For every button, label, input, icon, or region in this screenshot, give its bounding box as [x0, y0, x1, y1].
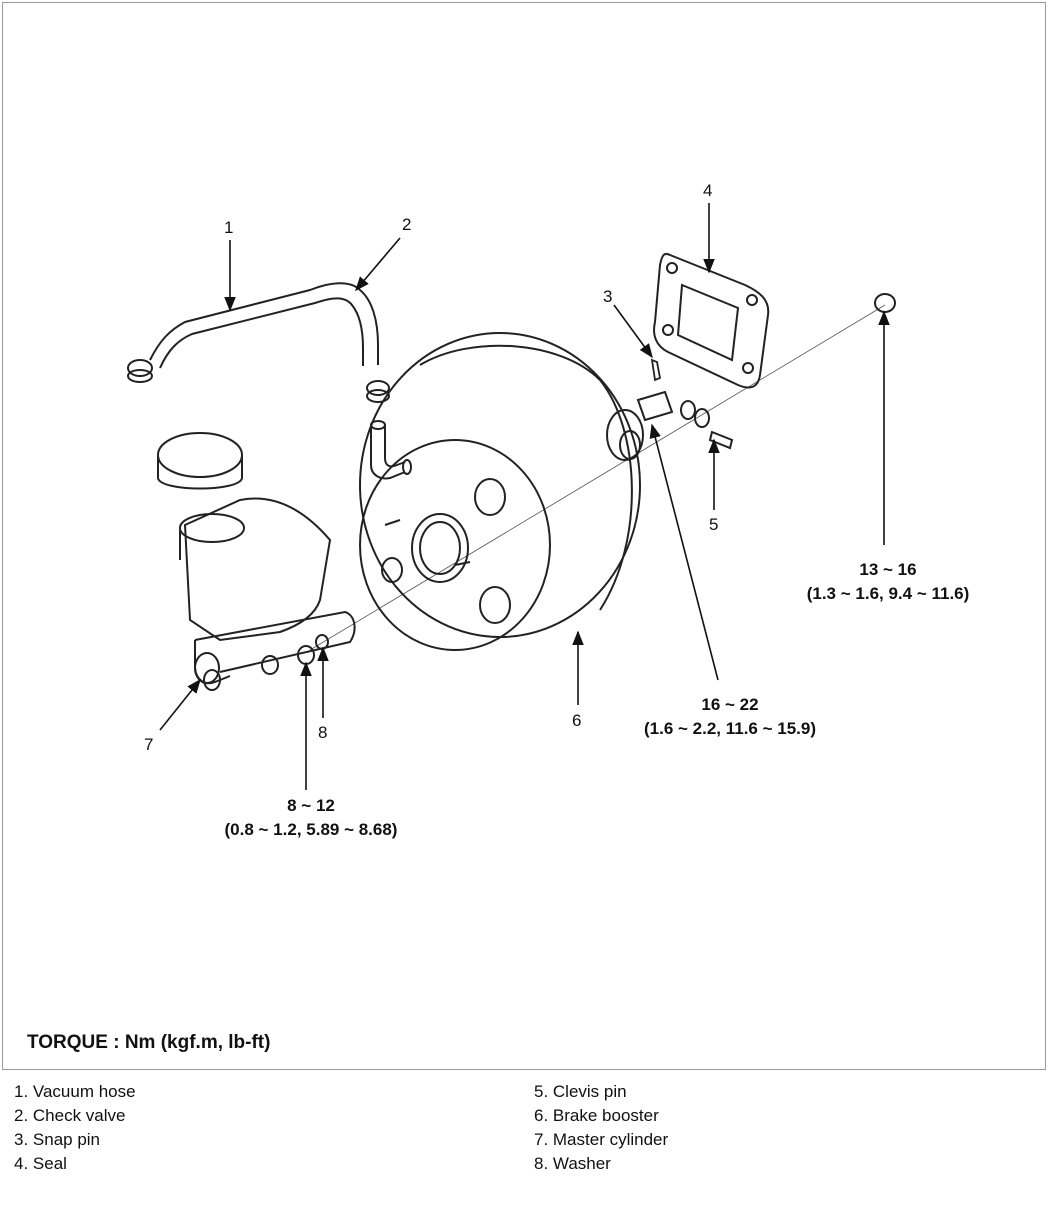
legend-item: 3. Snap pin [14, 1130, 101, 1149]
legend-item: 2. Check valve [14, 1106, 126, 1125]
legend-item: 7. Master cylinder [534, 1130, 669, 1149]
torque-master-range: 8 ~ 12 [287, 796, 335, 815]
leader-7 [159, 678, 201, 731]
seal-gasket-part [653, 252, 770, 389]
snap-pin-part [650, 358, 662, 382]
leader-2 [355, 237, 401, 292]
check-valve-part [370, 420, 412, 480]
legend-item: 5. Clevis pin [534, 1082, 627, 1101]
callout-2: 2 [402, 215, 411, 234]
legend-column-right: 5. Clevis pin 6. Brake booster 7. Master… [534, 1080, 668, 1176]
leader-torque-booster [649, 423, 719, 681]
exploded-view-diagram: 1 2 3 4 5 6 7 8 13 ~ 16 (1.3 ~ 1.6, 9.4 … [127, 181, 970, 839]
torque-booster-range: 16 ~ 22 [701, 695, 758, 714]
callout-3: 3 [603, 287, 612, 306]
callout-1: 1 [224, 218, 233, 237]
callout-6: 6 [572, 711, 581, 730]
legend-column-left: 1. Vacuum hose 2. Check valve 3. Snap pi… [14, 1080, 136, 1176]
legend-item: 6. Brake booster [534, 1106, 659, 1125]
assembly-axis-line [309, 304, 886, 651]
reservoir-cap-part [157, 432, 243, 490]
clevis-assembly-part [636, 390, 734, 450]
leader-arrows [159, 203, 890, 790]
torque-seal-detail: (1.3 ~ 1.6, 9.4 ~ 11.6) [807, 584, 970, 603]
master-cylinder-part [179, 497, 356, 691]
leader-3 [613, 304, 653, 359]
torque-booster-detail: (1.6 ~ 2.2, 11.6 ~ 15.9) [644, 719, 816, 738]
parts-legend: 1. Vacuum hose 2. Check valve 3. Snap pi… [14, 1080, 1044, 1190]
vacuum-hose-part [127, 282, 390, 403]
nut-part [874, 293, 896, 313]
torque-units-title: TORQUE : Nm (kgf.m, lb-ft) [27, 1032, 271, 1053]
torque-master-detail: (0.8 ~ 1.2, 5.89 ~ 8.68) [225, 820, 398, 839]
legend-item: 4. Seal [14, 1154, 67, 1173]
callout-8: 8 [318, 723, 327, 742]
callout-7: 7 [144, 735, 153, 754]
diagram-frame [2, 2, 1046, 1070]
callout-4: 4 [703, 181, 712, 200]
torque-seal-range: 13 ~ 16 [859, 560, 916, 579]
legend-item: 8. Washer [534, 1154, 611, 1173]
callout-5: 5 [709, 515, 718, 534]
brake-booster-part [359, 332, 644, 651]
legend-item: 1. Vacuum hose [14, 1082, 136, 1101]
